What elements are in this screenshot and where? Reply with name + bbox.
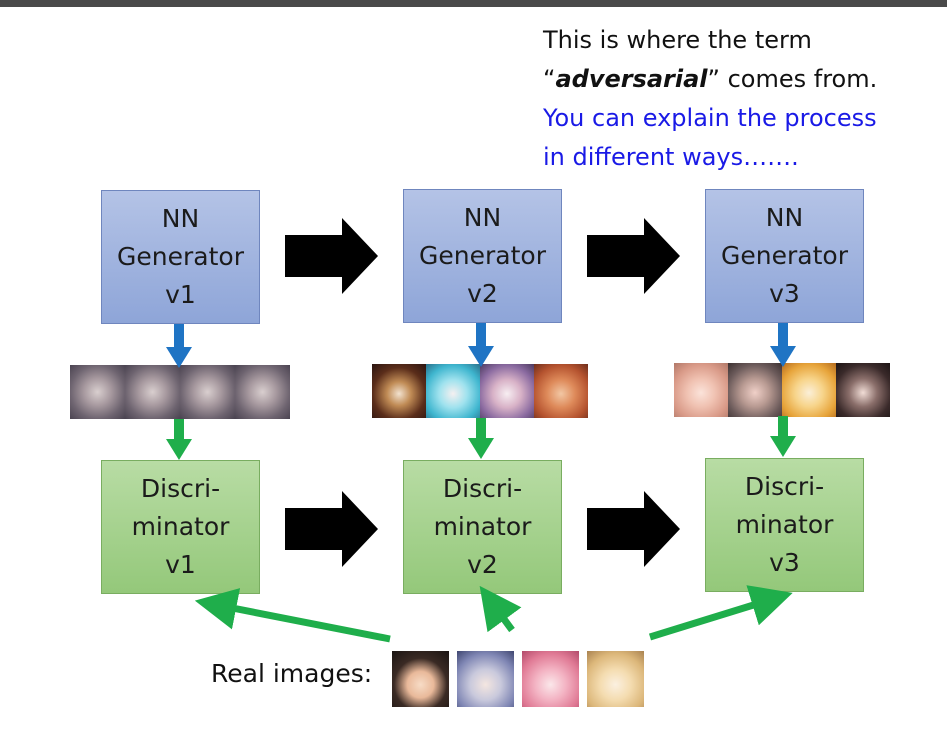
real-to-discriminator-v2-arrow [479,585,522,633]
top-bar [0,0,947,7]
real-to-discriminator-v3-arrow [648,585,793,641]
generated-image [426,364,480,418]
callout-line-3: You can explain the process [543,104,877,132]
callout-open-quote: “ [543,65,556,93]
real-images-label: Real images: [211,659,373,688]
generated-image [372,364,426,418]
generated-images-v2 [372,364,588,418]
discriminator-v1-version: v1 [165,550,196,579]
generator-v1-box: NN Generator v1 [101,190,260,324]
green-arrow-v1 [166,419,192,460]
blue-arrow-v1 [166,324,192,368]
generated-image [480,364,534,418]
discriminator-v2-line1: Discri- [442,474,523,503]
step-arrow-discriminator-2-3 [587,491,680,567]
discriminator-v3-line2: minator [735,510,834,539]
green-arrow-v3 [770,416,796,457]
green-arrow-v2 [468,418,494,459]
generator-v3-line2: Generator [721,241,848,270]
generated-image [534,364,588,418]
generator-v3-box: NN Generator v3 [705,189,864,323]
generator-v2-version: v2 [467,279,498,308]
generated-image [70,365,125,419]
discriminator-v2-line2: minator [433,512,532,541]
callout-emphasis: adversarial [555,65,708,93]
callout-close-text: ” comes from. [707,65,878,93]
real-images [392,651,652,707]
generator-v2-line2: Generator [419,241,546,270]
generator-v2-line1: NN [463,203,502,232]
blue-arrow-v3 [770,323,796,367]
discriminator-v1-box: Discri- minator v1 [101,460,260,594]
real-image [392,651,449,707]
step-arrow-discriminator-1-2 [285,491,378,567]
generator-v1-line1: NN [161,204,200,233]
generator-v3-version: v3 [769,279,800,308]
real-image [522,651,579,707]
callout-line-4: in different ways……. [543,143,799,171]
generated-images-v3 [674,363,890,417]
generated-image [180,365,235,419]
generator-v1-version: v1 [165,280,196,309]
generated-image [674,363,728,417]
discriminator-v2-box: Discri- minator v2 [403,460,562,594]
step-arrow-generator-1-2 [285,218,378,294]
generated-image [235,365,290,419]
discriminator-v3-version: v3 [769,548,800,577]
generated-image [728,363,782,417]
generated-image [125,365,180,419]
generator-v3-line1: NN [765,203,804,232]
discriminator-v1-line1: Discri- [140,474,221,503]
discriminator-v2-version: v2 [467,550,498,579]
discriminator-v3-line1: Discri- [744,472,825,501]
generated-image [782,363,836,417]
generated-image [836,363,890,417]
generated-images-v1 [70,365,290,419]
real-to-discriminator-v1-arrow [194,588,391,643]
callout-line-1: This is where the term [543,26,812,54]
real-image [587,651,644,707]
generator-v1-line2: Generator [117,242,244,271]
discriminator-v1-line2: minator [131,512,230,541]
blue-arrow-v2 [468,323,494,367]
real-image [457,651,514,707]
callout-line-2: “adversarial” comes from. [543,61,877,97]
generator-v2-box: NN Generator v2 [403,189,562,323]
step-arrow-generator-2-3 [587,218,680,294]
